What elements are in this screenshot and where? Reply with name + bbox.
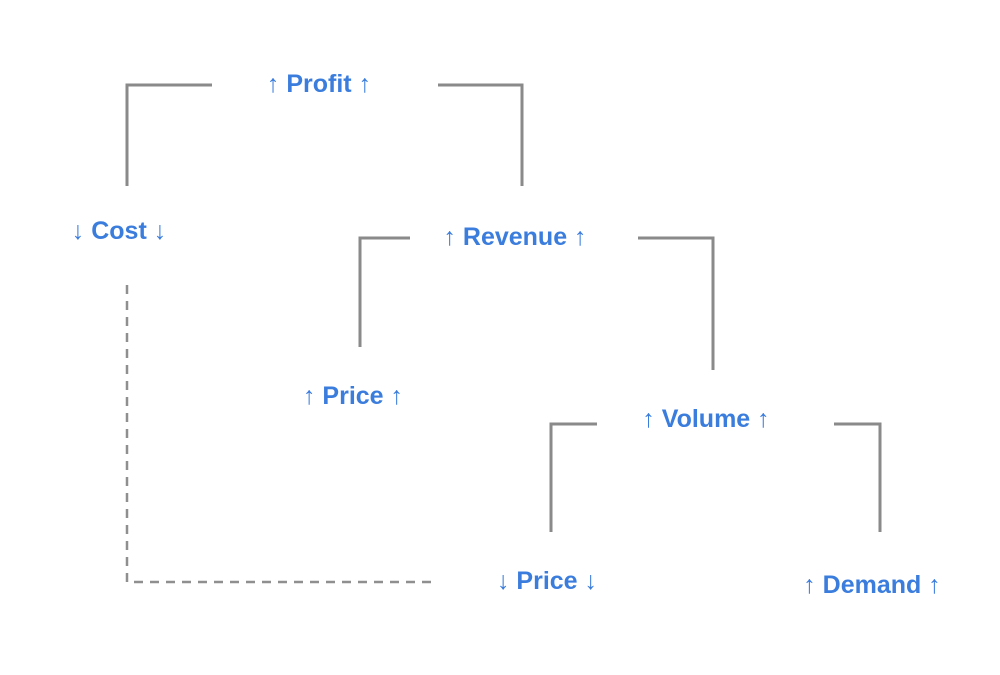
connector-volume-to-price — [549, 422, 597, 532]
connector-volume-to-demand — [834, 422, 882, 532]
connector-revenue-to-volume — [638, 236, 715, 370]
connector-profit-to-cost — [125, 83, 212, 186]
node-price-up: ↑ Price ↑ — [303, 382, 403, 410]
node-demand: ↑ Demand ↑ — [803, 571, 941, 599]
node-cost: ↓ Cost ↓ — [72, 217, 166, 245]
connector-profit-to-revenue — [438, 83, 524, 186]
node-price-down: ↓ Price ↓ — [497, 567, 597, 595]
dashed-connector-cost-to-price — [125, 285, 432, 584]
node-volume: ↑ Volume ↑ — [642, 405, 769, 433]
connector-revenue-to-price — [358, 236, 410, 347]
node-revenue: ↑ Revenue ↑ — [443, 223, 586, 251]
node-profit: ↑ Profit ↑ — [267, 70, 371, 98]
